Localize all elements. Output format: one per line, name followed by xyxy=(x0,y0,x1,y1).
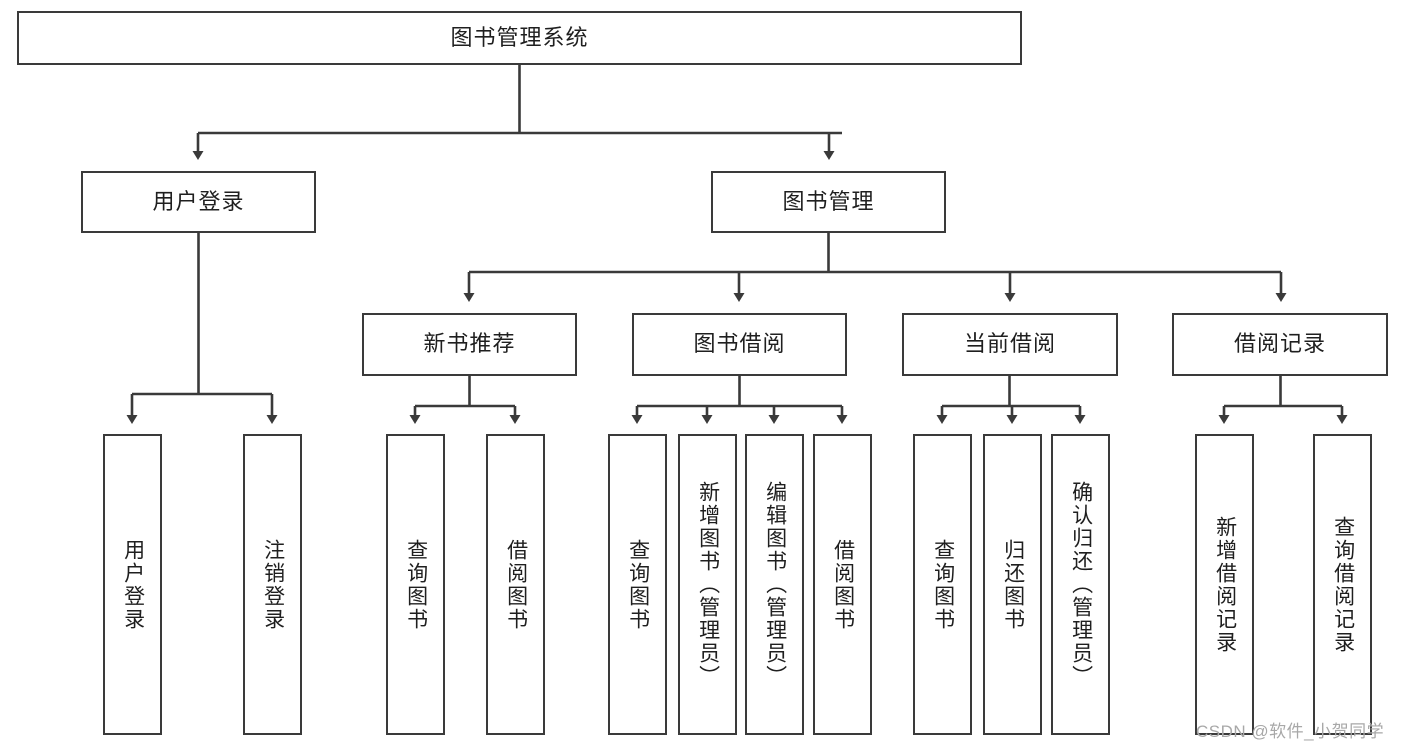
node-user-login-label: 用户登录 xyxy=(152,188,245,214)
leaf-borrow-book-recommend-label: 借阅图书 xyxy=(504,538,528,631)
leaf-borrow-book[interactable]: 借阅图书 xyxy=(813,434,872,735)
leaf-return-book[interactable]: 归还图书 xyxy=(983,434,1042,735)
node-current-borrow-label: 当前借阅 xyxy=(963,331,1056,357)
leaf-query-book-recommend[interactable]: 查询图书 xyxy=(386,434,445,735)
node-new-book-recommend[interactable]: 新书推荐 xyxy=(362,313,577,376)
leaf-logout[interactable]: 注销登录 xyxy=(243,434,302,735)
leaf-query-book-recommend-label: 查询图书 xyxy=(404,538,428,631)
leaf-user-login-label: 用户登录 xyxy=(121,538,145,631)
leaf-query-borrow-record-label: 查询借阅记录 xyxy=(1331,515,1355,654)
node-book-borrow-label: 图书借阅 xyxy=(693,331,786,357)
leaf-add-book-admin[interactable]: 新增图书（管理员） xyxy=(678,434,737,735)
leaf-query-borrow-record[interactable]: 查询借阅记录 xyxy=(1313,434,1372,735)
leaf-confirm-return-admin-label: 确认归还（管理员） xyxy=(1069,481,1093,688)
node-root[interactable]: 图书管理系统 xyxy=(17,11,1022,65)
watermark-text: CSDN @软件_小贺同学 xyxy=(1196,722,1385,741)
node-user-login[interactable]: 用户登录 xyxy=(81,171,316,233)
node-borrow-record-label: 借阅记录 xyxy=(1233,331,1326,357)
leaf-user-login[interactable]: 用户登录 xyxy=(103,434,162,735)
leaf-add-borrow-record-label: 新增借阅记录 xyxy=(1213,515,1237,654)
leaf-borrow-book-label: 借阅图书 xyxy=(831,538,855,631)
leaf-query-book-current-label: 查询图书 xyxy=(931,538,955,631)
node-borrow-record[interactable]: 借阅记录 xyxy=(1172,313,1388,376)
leaf-query-book-current[interactable]: 查询图书 xyxy=(913,434,972,735)
node-current-borrow[interactable]: 当前借阅 xyxy=(902,313,1118,376)
leaf-add-borrow-record[interactable]: 新增借阅记录 xyxy=(1195,434,1254,735)
node-new-book-recommend-label: 新书推荐 xyxy=(423,331,516,357)
leaf-query-book-borrow[interactable]: 查询图书 xyxy=(608,434,667,735)
leaf-query-book-borrow-label: 查询图书 xyxy=(626,538,650,631)
leaf-borrow-book-recommend[interactable]: 借阅图书 xyxy=(486,434,545,735)
leaf-logout-label: 注销登录 xyxy=(261,538,285,631)
leaf-add-book-admin-label: 新增图书（管理员） xyxy=(696,481,720,688)
node-book-borrow[interactable]: 图书借阅 xyxy=(632,313,847,376)
leaf-edit-book-admin-label: 编辑图书（管理员） xyxy=(763,481,787,688)
leaf-edit-book-admin[interactable]: 编辑图书（管理员） xyxy=(745,434,804,735)
node-book-management-label: 图书管理 xyxy=(782,188,875,214)
node-root-label: 图书管理系统 xyxy=(450,24,589,50)
leaf-return-book-label: 归还图书 xyxy=(1001,538,1025,631)
node-book-management[interactable]: 图书管理 xyxy=(711,171,946,233)
leaf-confirm-return-admin[interactable]: 确认归还（管理员） xyxy=(1051,434,1110,735)
